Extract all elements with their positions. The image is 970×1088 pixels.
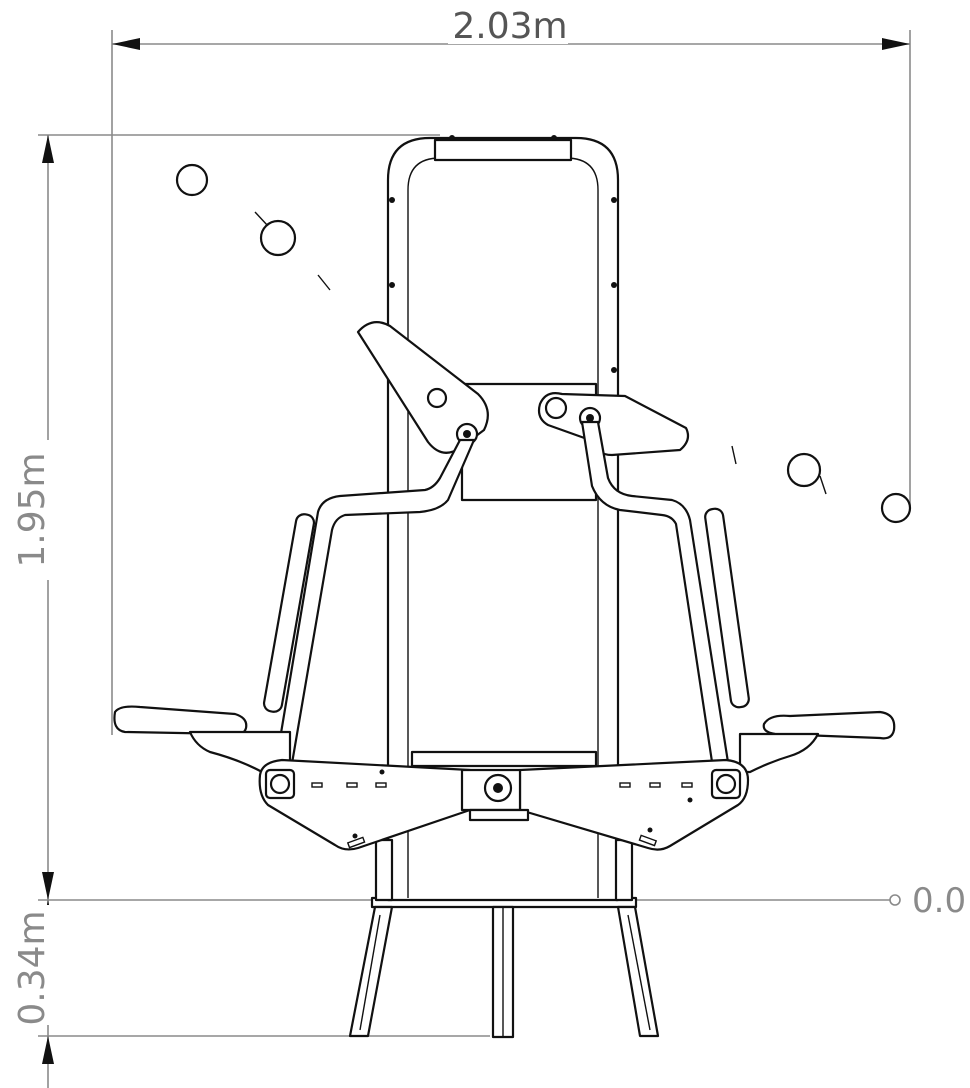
width-dimension: [111, 20, 911, 735]
right-handle-arm: [678, 432, 912, 524]
depth-dimension: [18, 899, 900, 1088]
right-pivot-plate: [537, 392, 690, 457]
left-backrest: [262, 513, 316, 713]
height-label: 1.95m: [12, 452, 53, 567]
base-legs: [348, 896, 660, 1039]
right-footrest: [738, 710, 896, 774]
width-label: 2.03m: [452, 6, 567, 47]
ground-reference: [889, 894, 901, 906]
depth-label: 0.34m: [12, 910, 53, 1025]
height-dimension: [18, 134, 440, 900]
ground-label: 0.0: [912, 881, 966, 921]
left-platform-plate: [258, 758, 472, 851]
main-frame: [374, 135, 634, 902]
left-hinge: [264, 768, 296, 800]
left-pivot-plate: [356, 321, 489, 454]
right-platform-plate: [518, 758, 750, 851]
right-backrest: [704, 507, 750, 709]
left-handle-arm: [175, 163, 382, 330]
right-hinge: [710, 768, 742, 800]
center-pivot: [460, 768, 530, 822]
left-footrest: [113, 705, 292, 774]
